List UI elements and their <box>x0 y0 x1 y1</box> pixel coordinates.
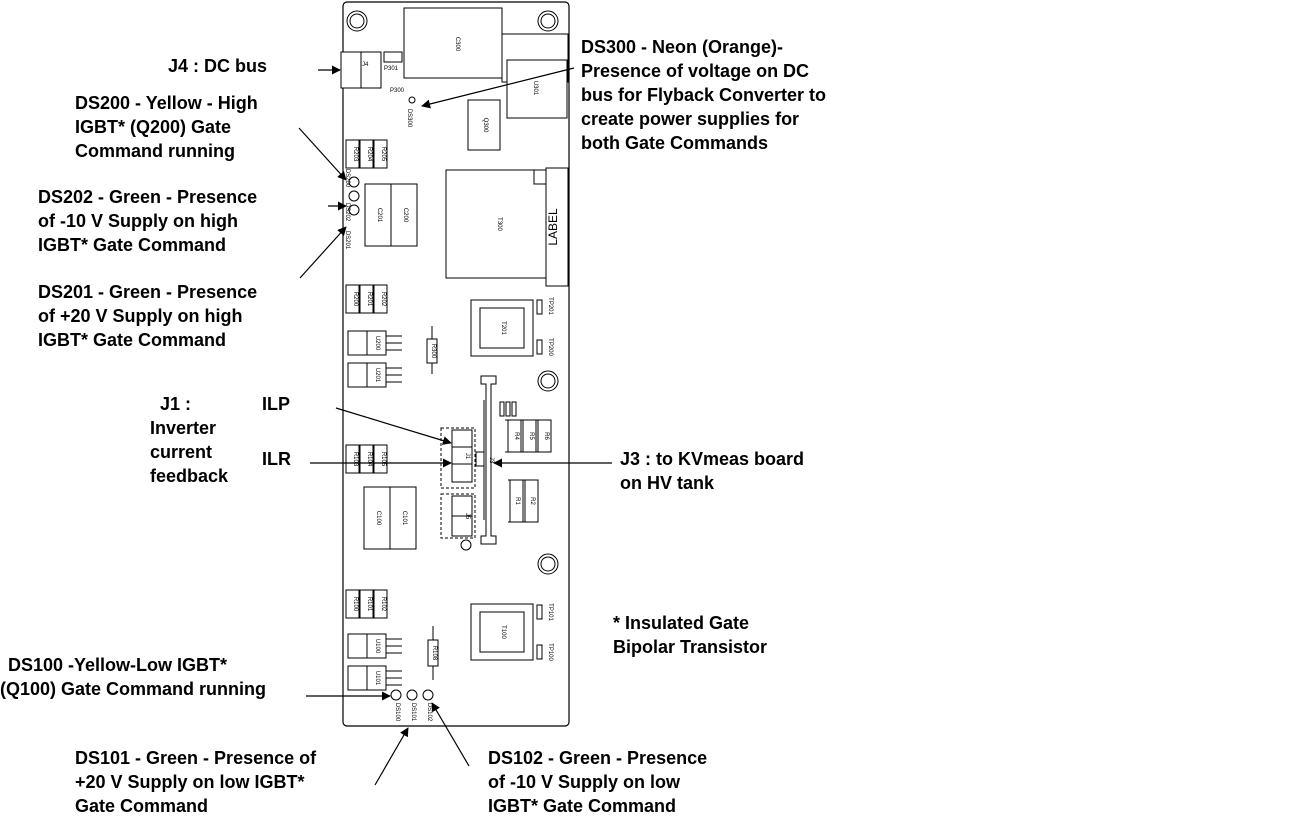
comp-u301: U301 <box>532 81 538 96</box>
connector-rail <box>475 375 517 545</box>
comp-q300: Q300 <box>482 118 488 133</box>
top-components <box>340 7 569 151</box>
resistors-r100-r102 <box>345 589 388 619</box>
resistors-r103-r105 <box>345 444 388 474</box>
arrow-ds102 <box>431 702 470 767</box>
comp-j3: J3 <box>488 457 494 464</box>
ics-u200-u201 <box>347 326 438 388</box>
comp-p301: P301 <box>384 66 399 72</box>
comp-j5: J5 <box>464 513 470 520</box>
label-ds300: DS300 - Neon (Orange)-Presence of voltag… <box>581 37 827 153</box>
silk-label: LABEL <box>546 208 560 246</box>
comp-r103: R103 <box>352 452 358 467</box>
comp-r1: R1 <box>514 497 520 505</box>
arrow-ds200 <box>298 127 347 181</box>
comp-r6: R6 <box>543 432 549 440</box>
comp-r102: R102 <box>380 597 386 612</box>
transformer-t300 <box>445 167 569 287</box>
leader-arrows <box>298 65 612 786</box>
transformer-t201 <box>470 299 543 357</box>
comp-r105: R105 <box>380 452 386 467</box>
label-ds100: DS100 -Yellow-Low IGBT*(Q100) Gate Comma… <box>0 655 267 699</box>
resistors-r200-r202 <box>345 284 388 314</box>
mounting-holes <box>346 10 559 575</box>
label-ilp: ILP <box>262 394 291 414</box>
comp-r101: R101 <box>366 597 372 612</box>
comp-r203: R203 <box>352 147 358 162</box>
ics-u100-u101 <box>347 626 439 691</box>
comp-c201: C201 <box>376 208 382 223</box>
comp-c200: C200 <box>402 208 408 223</box>
comp-ds300: DS300 <box>406 109 412 128</box>
comp-r108: R108 <box>431 646 437 661</box>
comp-r2: R2 <box>529 497 535 505</box>
comp-c100: C100 <box>375 511 381 526</box>
comp-r201: R201 <box>366 292 372 307</box>
comp-r4: R4 <box>513 432 519 440</box>
comp-ds202: DS202 <box>344 203 350 222</box>
resistors-r1-r6 <box>505 419 552 523</box>
capacitors-c200-c201 <box>364 183 418 247</box>
comp-tp200: TP200 <box>547 338 553 356</box>
leds-high <box>348 176 360 216</box>
comp-r204: R204 <box>366 147 372 162</box>
comp-r205: R205 <box>380 147 386 162</box>
comp-tp201: TP201 <box>547 297 553 315</box>
comp-r100: R100 <box>352 597 358 612</box>
comp-ds201: DS201 <box>344 231 350 250</box>
comp-r300: R300 <box>430 344 436 359</box>
capacitors-c100-c101 <box>363 486 417 550</box>
comp-ds100: DS100 <box>394 703 400 722</box>
resistors-r203-r205 <box>345 139 388 169</box>
label-ilr: ILR <box>262 449 291 469</box>
leds-low <box>390 689 434 701</box>
comp-t300: T300 <box>496 217 502 231</box>
arrow-ds300 <box>421 67 575 109</box>
comp-t100: T100 <box>500 625 506 639</box>
comp-j4: J4 <box>362 62 369 68</box>
arrow-ds101 <box>374 727 409 786</box>
comp-j1: J1 <box>464 453 470 460</box>
transformer-t100 <box>470 603 543 661</box>
comp-r104: R104 <box>366 452 372 467</box>
comp-u200: U200 <box>374 336 380 351</box>
comp-t201: T201 <box>500 321 506 335</box>
label-ds101: DS101 - Green - Presence of+20 V Supply … <box>75 748 317 816</box>
comp-ds101: DS101 <box>410 703 416 722</box>
comp-tp101: TP101 <box>547 603 553 621</box>
connector-j5 <box>440 493 476 551</box>
comp-r200: R200 <box>352 292 358 307</box>
arrow-ds201 <box>299 226 347 279</box>
comp-u101: U101 <box>374 671 380 686</box>
comp-u100: U100 <box>374 639 380 654</box>
comp-u201: U201 <box>374 368 380 383</box>
label-j4: J4 : DC bus <box>168 56 268 76</box>
comp-ds200: DS200 <box>344 169 350 188</box>
comp-c300: C300 <box>454 37 460 52</box>
comp-p300: P300 <box>390 88 405 94</box>
comp-ds102: DS102 <box>426 703 432 722</box>
comp-c101: C101 <box>401 511 407 526</box>
arrow-ilp <box>335 407 452 445</box>
comp-r5: R5 <box>528 432 534 440</box>
comp-tp100: TP100 <box>547 643 553 661</box>
comp-r202: R202 <box>380 292 386 307</box>
